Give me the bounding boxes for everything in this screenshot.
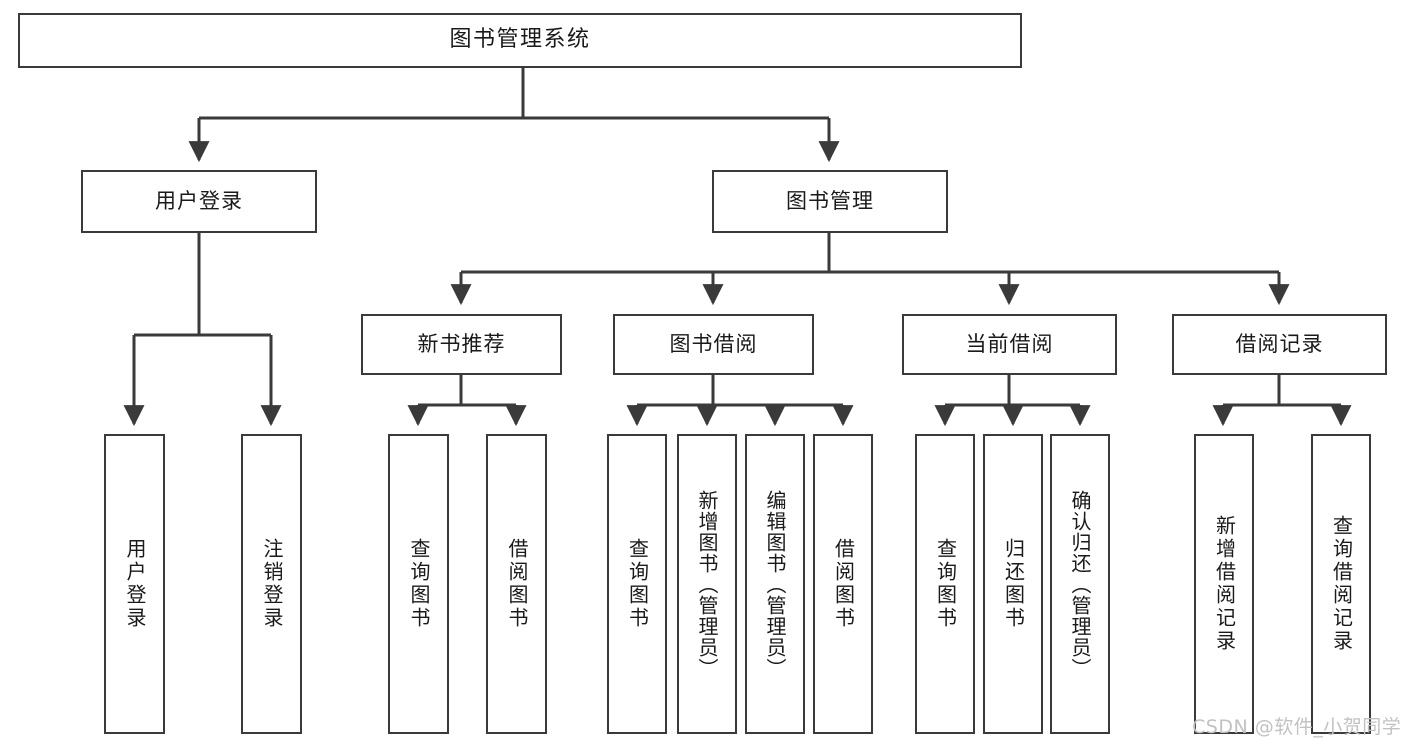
leaf-confirm-return-admin[interactable]: 确认归还（管理员） xyxy=(1050,434,1110,734)
node-current-borrow[interactable]: 当前借阅 xyxy=(902,314,1117,375)
node-user-login[interactable]: 用户登录 xyxy=(81,170,317,233)
node-label: 图书管理系统 xyxy=(449,27,591,53)
leaf-borrow-book-newbook[interactable]: 借阅图书 xyxy=(486,434,547,734)
node-label: 确认归还（管理员） xyxy=(1068,489,1092,679)
node-label: 新增借阅记录 xyxy=(1212,515,1237,653)
node-label: 编辑图书（管理员） xyxy=(763,489,787,679)
leaf-user-login[interactable]: 用户登录 xyxy=(104,434,165,734)
leaf-add-borrow-record[interactable]: 新增借阅记录 xyxy=(1194,434,1254,734)
node-label: 新书推荐 xyxy=(417,331,506,356)
node-label: 借阅记录 xyxy=(1235,331,1324,356)
node-label: 用户登录 xyxy=(155,188,243,213)
node-label: 当前借阅 xyxy=(965,331,1054,356)
node-book-management[interactable]: 图书管理 xyxy=(712,170,948,233)
leaf-query-borrow-record[interactable]: 查询借阅记录 xyxy=(1311,434,1371,734)
node-label: 新增图书（管理员） xyxy=(695,489,719,679)
node-borrow-records[interactable]: 借阅记录 xyxy=(1172,314,1387,375)
leaf-query-book-newbook[interactable]: 查询图书 xyxy=(388,434,449,734)
leaf-query-book-borrow[interactable]: 查询图书 xyxy=(607,434,667,734)
leaf-add-book-admin[interactable]: 新增图书（管理员） xyxy=(677,434,737,734)
node-label: 图书管理 xyxy=(786,188,874,213)
leaf-query-book-current[interactable]: 查询图书 xyxy=(915,434,975,734)
leaf-edit-book-admin[interactable]: 编辑图书（管理员） xyxy=(745,434,805,734)
node-label: 图书借阅 xyxy=(669,331,758,356)
node-label: 查询借阅记录 xyxy=(1329,515,1354,653)
node-label: 归还图书 xyxy=(1001,538,1026,630)
node-book-borrow[interactable]: 图书借阅 xyxy=(613,314,814,375)
node-label: 借阅图书 xyxy=(831,538,856,630)
node-new-book-recommend[interactable]: 新书推荐 xyxy=(361,314,562,375)
leaf-return-book[interactable]: 归还图书 xyxy=(983,434,1043,734)
node-label: 注销登录 xyxy=(260,538,284,630)
csdn-watermark: CSDN @软件_小贺同学 xyxy=(1192,716,1402,738)
node-root-system[interactable]: 图书管理系统 xyxy=(18,13,1022,68)
node-label: 查询图书 xyxy=(625,538,650,630)
node-label: 借阅图书 xyxy=(505,538,529,630)
leaf-logout-login[interactable]: 注销登录 xyxy=(241,434,302,734)
node-label: 用户登录 xyxy=(123,538,147,630)
node-label: 查询图书 xyxy=(933,538,958,630)
node-label: 查询图书 xyxy=(407,538,431,630)
leaf-borrow-book-borrow[interactable]: 借阅图书 xyxy=(813,434,873,734)
